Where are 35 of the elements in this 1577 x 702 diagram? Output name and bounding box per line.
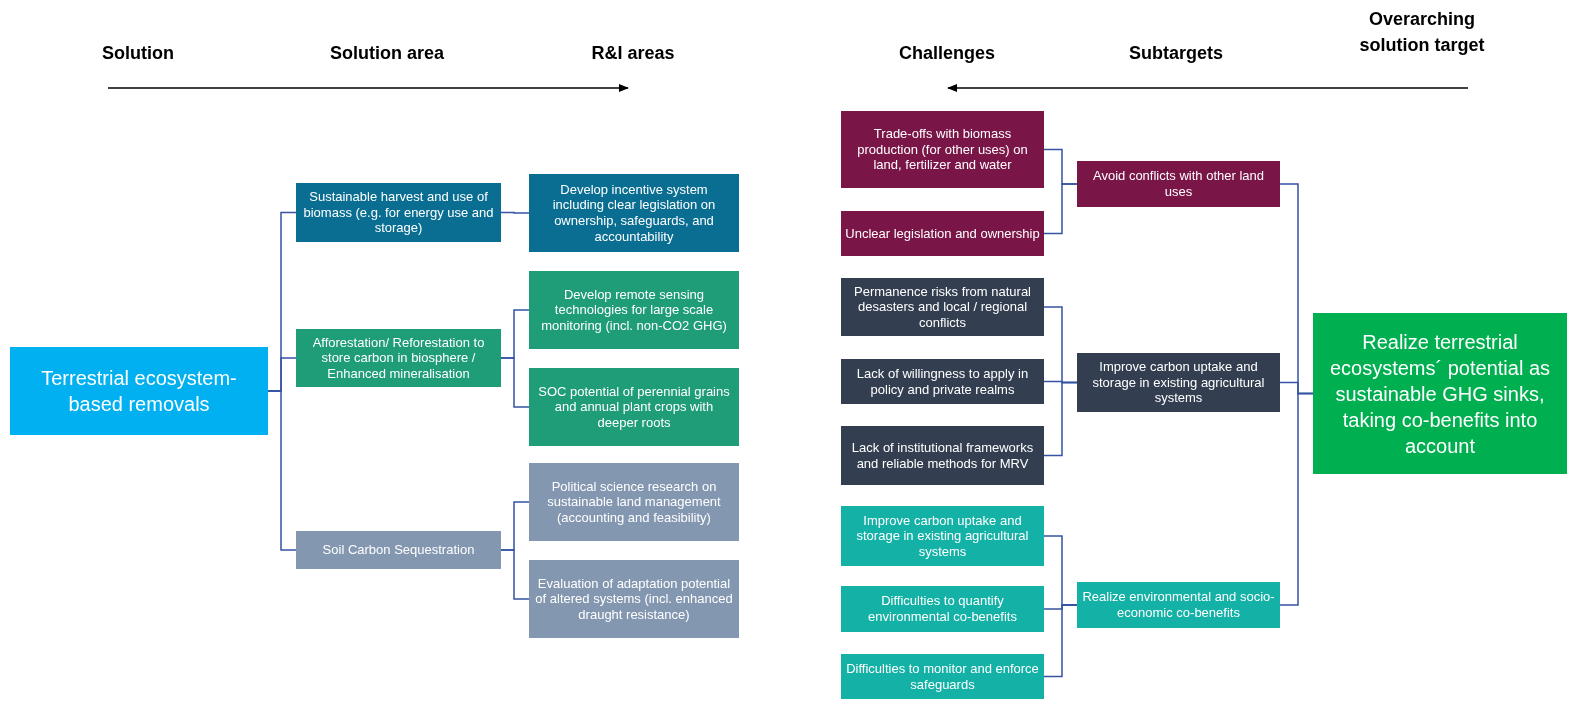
column-heading: R&I areas — [590, 42, 676, 65]
column-heading: Overarching solution target — [1358, 8, 1486, 58]
text-box: Evaluation of adaptation potential of altered systems (incl. enhanced draught resistance) — [529, 560, 739, 638]
text-box: Improve carbon uptake and storage in existing agricultural systems — [1077, 353, 1280, 412]
main-box: Terrestrial ecosystem-based removals — [10, 347, 268, 435]
column-heading: Subtargets — [1128, 42, 1224, 65]
text-box: Afforestation/ Reforestation to store carbon in biosphere / Enhanced mineralisation — [296, 329, 501, 387]
text-box: Lack of willingness to apply in policy and private realms — [841, 359, 1044, 404]
text-box: Trade-offs with biomass production (for other uses) on land, fertilizer and water — [841, 111, 1044, 188]
text-box: Political science research on sustainable land management (accounting and feasibility) — [529, 463, 739, 541]
text-box: Develop remote sensing technologies for large scale monitoring (incl. non-CO2 GHG) — [529, 271, 739, 349]
text-box: Sustainable harvest and use of biomass (e.g. for energy use and storage) — [296, 183, 501, 242]
column-heading: Solution — [101, 42, 175, 65]
connector-line — [1279, 392, 1314, 606]
text-box: Improve carbon uptake and storage in existing agricultural systems — [841, 506, 1044, 566]
connector-line — [500, 549, 530, 600]
connector-line — [500, 357, 530, 408]
text-box: Realize environmental and socio-economic co-benefits — [1077, 582, 1280, 628]
connector-line — [1043, 381, 1078, 457]
text-box: SOC potential of perennial grains and annual plant crops with deeper roots — [529, 368, 739, 446]
main-box: Realize terrestrial ecosystems´ potential as sustainable GHG sinks, taking co-benefits into account — [1313, 313, 1567, 474]
text-box: Develop incentive system including clear legislation on ownership, safeguards, and accountability — [529, 174, 739, 252]
connector-line — [1043, 183, 1078, 235]
connector-line — [500, 211, 530, 214]
connector-line — [267, 390, 297, 551]
text-box: Soil Carbon Sequestration — [296, 531, 501, 569]
column-heading: Challenges — [898, 42, 996, 65]
text-box: Avoid conflicts with other land uses — [1077, 161, 1280, 207]
text-box: Permanence risks from natural desasters and local / regional conflicts — [841, 278, 1044, 336]
connector-line — [1043, 604, 1078, 678]
text-box: Unclear legislation and ownership — [841, 211, 1044, 256]
column-heading: Solution area — [329, 42, 445, 65]
text-box: Lack of institutional frameworks and reliable methods for MRV — [841, 426, 1044, 485]
text-box: Difficulties to monitor and enforce safeguards — [841, 654, 1044, 699]
text-box: Difficulties to quantify environmental co-benefits — [841, 586, 1044, 632]
